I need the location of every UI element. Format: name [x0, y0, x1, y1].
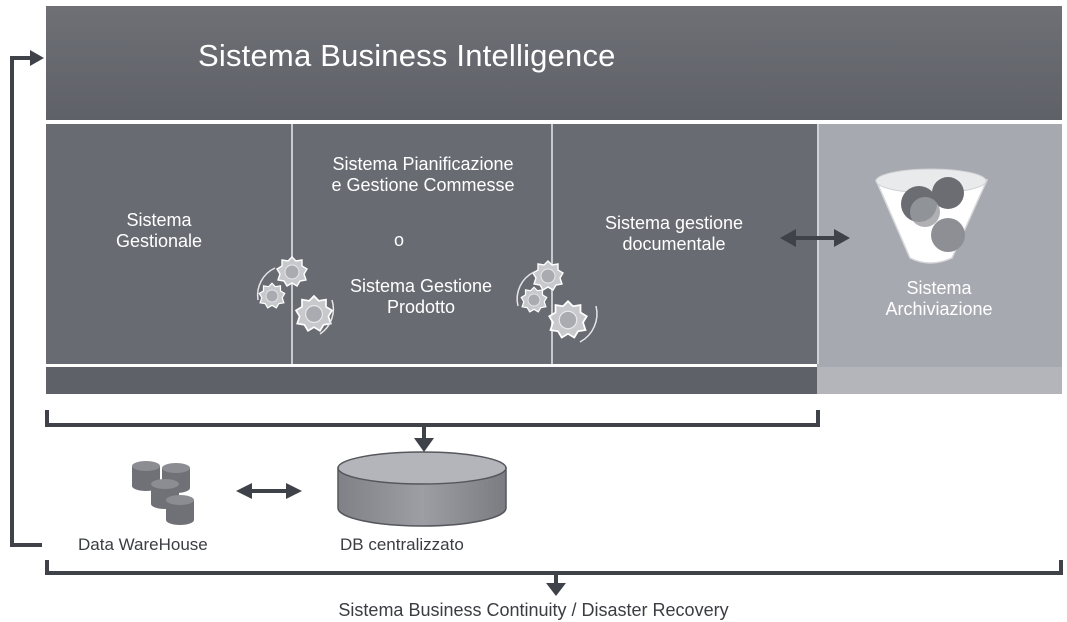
continuity-label: Sistema Business Continuity / Disaster R…	[338, 600, 729, 620]
archive-footer-strip	[817, 367, 1062, 394]
database-icon	[337, 451, 507, 527]
modules-background	[46, 124, 817, 364]
arrow-down-icon	[546, 583, 566, 596]
funnel-icon	[874, 168, 989, 264]
module-divider	[551, 124, 553, 364]
double-arrow-icon	[236, 483, 252, 499]
bi-title: Sistema Business Intelligence	[198, 38, 616, 73]
bi-banner	[46, 6, 1062, 120]
arrowhead-icon	[30, 50, 44, 66]
feedback-loop-line	[10, 56, 42, 547]
module-archiviazione: Sistema Archiviazione	[885, 278, 993, 319]
module-or: o	[393, 230, 404, 250]
modules-footer-strip	[46, 367, 817, 394]
module-pianificazione: Sistema Pianificazione e Gestione Commes…	[331, 154, 515, 195]
continuity-bracket	[45, 560, 1063, 575]
module-gestionale: Sistema Gestionale	[115, 210, 203, 251]
data-warehouse-label: Data WareHouse	[78, 535, 208, 554]
module-gestione-prodotto: Sistema Gestione Prodotto	[349, 276, 493, 317]
gears-icon	[256, 256, 335, 335]
modules-bracket	[45, 410, 820, 427]
module-documentale: Sistema gestione documentale	[604, 213, 744, 254]
double-arrow-icon	[780, 229, 796, 247]
module-divider	[291, 124, 293, 364]
db-centralizzato-label: DB centralizzato	[340, 535, 464, 554]
module-divider	[817, 124, 819, 364]
database-stack-icon	[132, 461, 194, 525]
arrow-down-icon	[414, 438, 434, 452]
gears-icon	[516, 260, 598, 343]
